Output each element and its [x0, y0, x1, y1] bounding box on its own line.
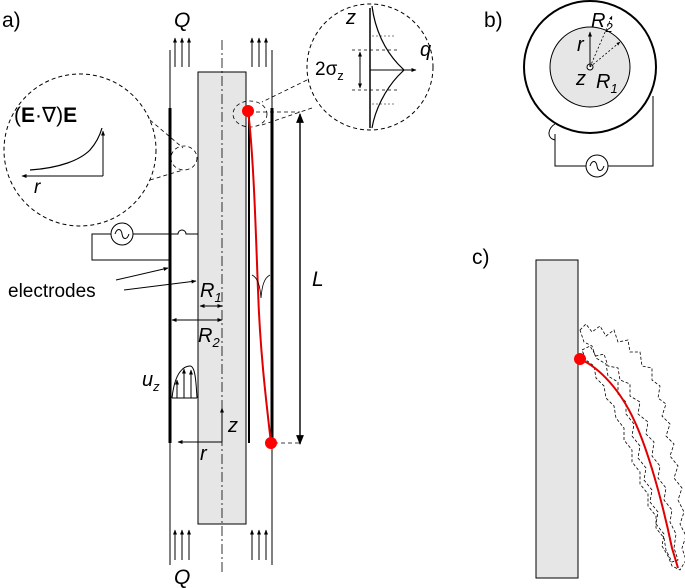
z-axis-label: z [227, 415, 238, 437]
force-expression: (E·∇)E [14, 104, 77, 127]
panel-a-label: a) [2, 9, 21, 32]
flow-label-bottom: Q [174, 566, 190, 588]
panel-b-label: b) [484, 9, 503, 32]
uz-label: uz [142, 369, 160, 394]
b-z-label: z [575, 68, 586, 90]
panel-c: c) [472, 246, 685, 579]
panel-c-label: c) [472, 246, 490, 269]
R1-label: R1 [200, 280, 222, 305]
b-R1-label: R1 [596, 71, 618, 96]
panel-b: b) R2 R1 r z [484, 0, 657, 178]
panel-c-particle [574, 353, 586, 365]
electrodes-label: electrodes [8, 281, 96, 302]
flow-arrows-top-right [250, 37, 268, 67]
spread-marker [251, 274, 271, 299]
distribution-z-label: z [345, 7, 356, 29]
R2-label: R2 [198, 325, 220, 350]
R1-radius [589, 41, 621, 68]
force-inset-plot [21, 127, 105, 178]
force-inset-r-label: r [34, 177, 41, 198]
panel-a: a) Q [2, 3, 434, 588]
particle-start [242, 105, 254, 117]
b-r-label: r [577, 34, 585, 56]
voltage-source [91, 222, 198, 261]
force-inset-connector [149, 119, 198, 181]
flow-arrows-top-left [173, 37, 191, 67]
L-label: L [312, 268, 324, 291]
dispersion-envelope-inner [581, 345, 679, 563]
panel-c-trajectory [579, 358, 679, 569]
velocity-profile [171, 365, 198, 399]
flow-label-top: Q [174, 9, 190, 32]
particle-end [265, 437, 277, 449]
distribution-inset-plot [352, 5, 417, 129]
force-inset-circle [3, 73, 157, 227]
dispersion-envelope-outer [579, 323, 685, 571]
electrodes-pointer-1 [115, 267, 169, 281]
panel-c-cylinder [535, 259, 579, 579]
distribution-q-label: q [420, 39, 431, 61]
R2-radius [589, 15, 613, 68]
flow-arrows-bottom-right [250, 529, 268, 560]
r-axis-label: r [200, 443, 208, 465]
particle-trajectory [247, 109, 272, 444]
flow-arrows-bottom-left [173, 529, 191, 560]
panel-b-circuit [548, 96, 654, 178]
b-R2-label: R2 [591, 10, 613, 35]
electrodes-pointer-2 [123, 279, 197, 291]
distribution-sigma-label: 2σz [315, 59, 344, 83]
